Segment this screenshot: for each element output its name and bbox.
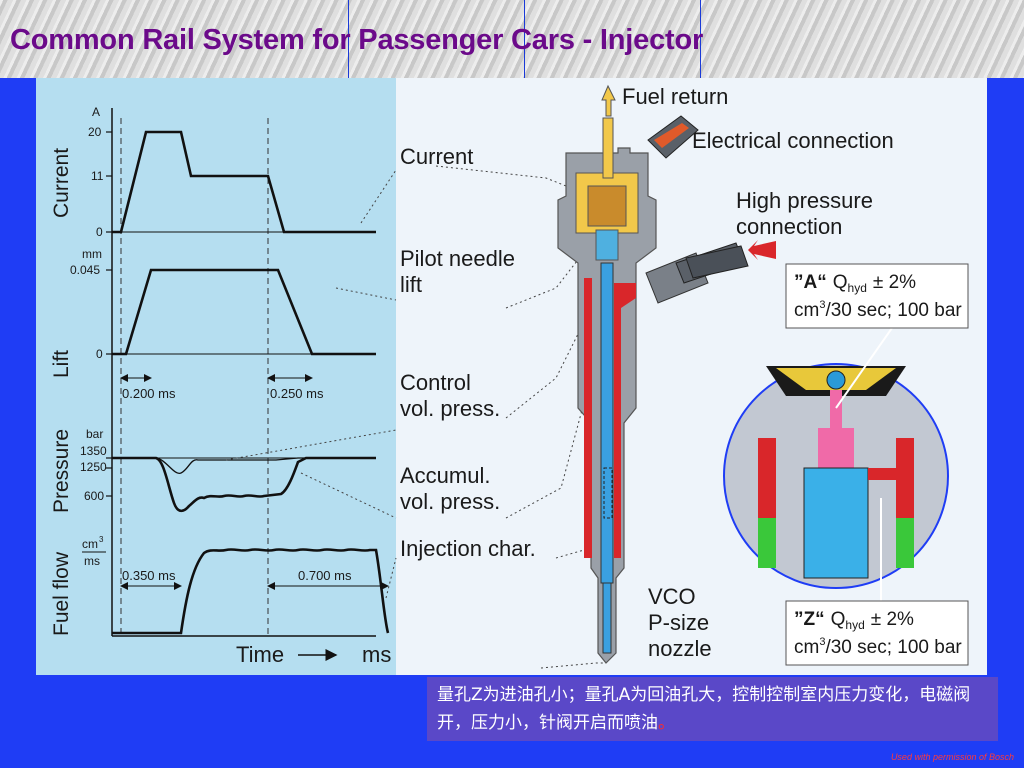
- note-period: 。: [658, 713, 675, 733]
- y-label-fuel-flow: Fuel flow: [50, 551, 73, 636]
- orifice-a-box: ”A“Qhyd± 2% cm3/30 sec; 100 bar: [785, 263, 969, 329]
- tick-pressure-1350: 1350: [80, 444, 107, 458]
- callout-vco: VCO: [648, 584, 696, 609]
- x-axis-unit: ms: [362, 642, 391, 667]
- interval-arrows: [120, 374, 389, 590]
- banner-divider: [348, 0, 349, 78]
- lift-curve: [112, 268, 376, 356]
- callout-pilot-needle: lift: [400, 272, 422, 297]
- interval-label: 0.350 ms: [122, 568, 176, 583]
- unit-lift: mm: [82, 247, 102, 261]
- tick-current-11: 11: [91, 169, 104, 183]
- title-banner: Common Rail System for Passenger Cars - …: [0, 0, 1024, 78]
- tick-current-20: 20: [88, 125, 102, 139]
- magnified-view: [723, 327, 949, 603]
- fuel-flow-curve: [112, 548, 390, 635]
- unit-flow-sup: 3: [99, 535, 104, 544]
- banner-divider: [700, 0, 701, 78]
- interval-label: 0.250 ms: [270, 386, 324, 401]
- y-label-current: Current: [50, 148, 73, 218]
- chinese-note-box: 量孔Z为进油孔小；量孔A为回油孔大，控制控制室内压力变化，电磁阀开，压力小，针阀…: [427, 677, 998, 741]
- x-axis-label: Time: [236, 642, 284, 667]
- graph-area: [36, 78, 396, 675]
- control-pressure-curve: [112, 457, 376, 474]
- unit-flow-ms: ms: [84, 554, 100, 568]
- unit-flow-cm: cm: [82, 537, 98, 551]
- callout-accumul: vol. press.: [400, 489, 500, 514]
- svg-text:cm3/30 sec; 100 bar: cm3/30 sec; 100 bar: [794, 636, 962, 658]
- banner-divider: [524, 0, 525, 78]
- tick-pressure-600: 600: [84, 489, 104, 503]
- interval-label: 0.200 ms: [122, 386, 176, 401]
- callout-vco: P-size: [648, 610, 709, 635]
- permission-credit: Used with permission of Bosch: [890, 752, 1014, 762]
- tick-lift-0: 0: [96, 347, 103, 361]
- tick-pressure-1250: 1250: [80, 460, 107, 474]
- high-pressure-arrow: [748, 240, 776, 260]
- tick-lift-0045: 0.045: [70, 263, 100, 277]
- svg-text:”A“Qhyd± 2%: ”A“Qhyd± 2%: [794, 272, 916, 295]
- callout-injection: Injection char.: [400, 536, 536, 561]
- callout-electrical: Electrical connection: [692, 128, 894, 153]
- callout-current: Current: [400, 144, 473, 169]
- tick-current-0: 0: [96, 225, 103, 239]
- accumulator-pressure-curve: [112, 456, 376, 513]
- slide-title: Common Rail System for Passenger Cars - …: [10, 24, 704, 56]
- callout-control: Control: [400, 370, 471, 395]
- callout-fuel-return: Fuel return: [622, 84, 728, 109]
- unit-pressure: bar: [86, 427, 103, 441]
- y-label-lift: Lift: [50, 350, 73, 378]
- svg-text:cm3/30 sec; 100 bar: cm3/30 sec; 100 bar: [794, 299, 962, 321]
- callout-accumul: Accumul.: [400, 463, 490, 488]
- current-curve: [112, 130, 376, 234]
- y-label-pressure: Pressure: [50, 429, 73, 513]
- unit-current: A: [92, 105, 100, 119]
- injector-diagram-panel: Current Lift Pressure Fuel flow A 20 11 …: [36, 78, 987, 675]
- fuel-return-arrow: [601, 84, 616, 117]
- injector-diagram: Current Lift Pressure Fuel flow A 20 11 …: [36, 78, 969, 675]
- orifice-z-box: ”Z“Qhyd± 2% cm3/30 sec; 100 bar: [785, 600, 969, 666]
- injector-body: [557, 115, 749, 664]
- callout-vco: nozzle: [648, 636, 712, 661]
- callout-control: vol. press.: [400, 396, 500, 421]
- callout-pilot-needle: Pilot needle: [400, 246, 515, 271]
- callout-high-pressure: connection: [736, 214, 842, 239]
- tick-marks: [106, 131, 112, 497]
- svg-text:”Z“Qhyd± 2%: ”Z“Qhyd± 2%: [794, 609, 914, 632]
- interval-label: 0.700 ms: [298, 568, 352, 583]
- note-text: 量孔Z为进油孔小；量孔A为回油孔大，控制控制室内压力变化，电磁阀开，压力小，针阀…: [437, 685, 971, 733]
- callout-high-pressure: High pressure: [736, 188, 873, 213]
